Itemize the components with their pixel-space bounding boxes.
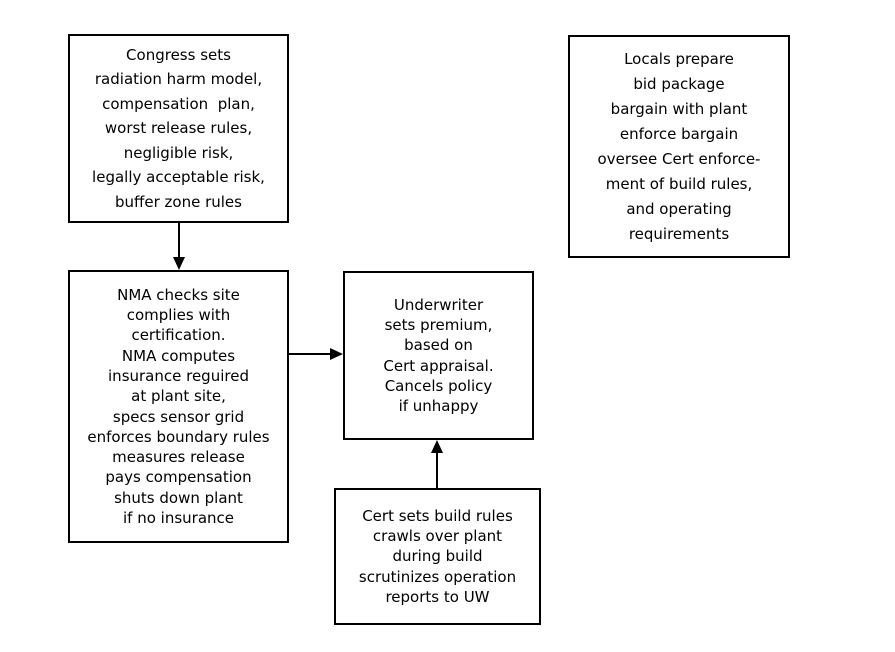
arrow-line	[178, 223, 180, 257]
box-nma-text: NMA checks site complies with certificat…	[87, 285, 270, 527]
box-underwriter-text: Underwriter sets premium, based on Cert …	[383, 295, 494, 416]
box-underwriter: Underwriter sets premium, based on Cert …	[343, 271, 534, 440]
box-cert: Cert sets build rules crawls over plant …	[334, 488, 541, 625]
arrowhead-up-icon	[431, 440, 443, 453]
arrow-line	[436, 453, 438, 488]
arrowhead-right-icon	[330, 348, 343, 360]
box-locals: Locals prepare bid package bargain with …	[568, 35, 790, 258]
arrowhead-down-icon	[173, 257, 185, 270]
box-cert-text: Cert sets build rules crawls over plant …	[358, 506, 517, 606]
box-congress: Congress sets radiation harm model, comp…	[68, 34, 289, 223]
box-nma: NMA checks site complies with certificat…	[68, 270, 289, 543]
box-congress-text: Congress sets radiation harm model, comp…	[92, 46, 265, 211]
arrow-line	[289, 353, 330, 355]
box-locals-text: Locals prepare bid package bargain with …	[597, 49, 761, 243]
